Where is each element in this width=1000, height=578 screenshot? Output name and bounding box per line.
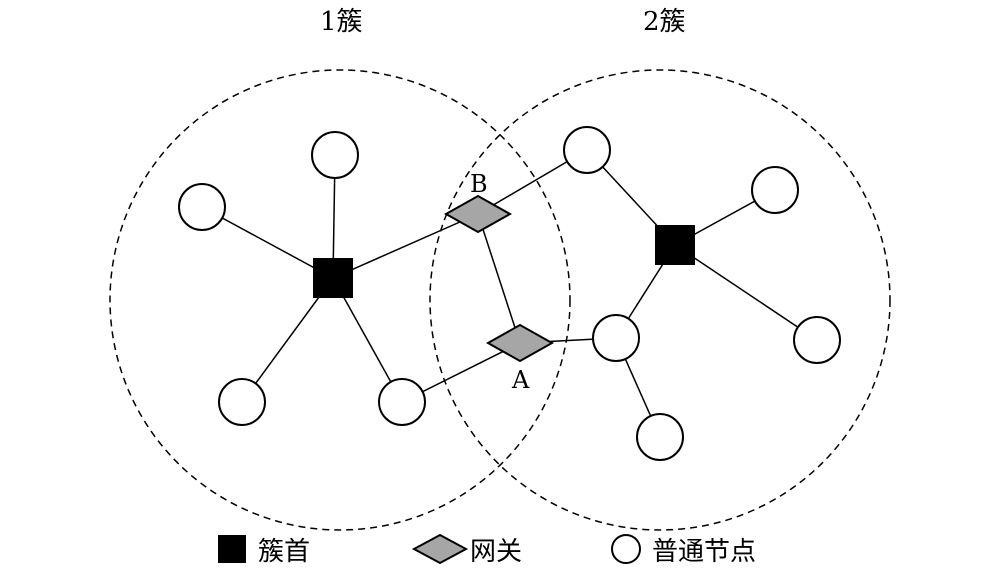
ordinary-node xyxy=(563,126,611,174)
ordinary-node xyxy=(793,316,841,364)
gateway-a-label: A xyxy=(511,366,530,394)
legend-ordinary-node-icon xyxy=(611,534,641,564)
legend-gateway-icon xyxy=(411,533,469,565)
cluster-head-2 xyxy=(655,225,695,265)
legend: 簇首 网关 普通节点 xyxy=(218,533,756,567)
legend-ordinary-node-label: 普通节点 xyxy=(652,537,756,567)
gateway-a xyxy=(485,323,555,363)
cluster-1-label: 1簇 xyxy=(320,7,363,37)
ordinary-node xyxy=(378,378,426,426)
legend-cluster-head-icon xyxy=(218,535,246,563)
gateway-b xyxy=(443,194,513,234)
ordinary-node xyxy=(751,166,799,214)
cluster-head-1 xyxy=(313,258,353,298)
edges xyxy=(201,149,818,438)
cluster-2-label: 2簇 xyxy=(643,7,686,37)
cluster-1-boundary xyxy=(109,69,571,531)
legend-gateway-label: 网关 xyxy=(470,537,522,567)
legend-cluster-head-label: 簇首 xyxy=(258,537,310,567)
ordinary-node xyxy=(178,183,226,231)
ordinary-node xyxy=(636,413,684,461)
ordinary-node xyxy=(311,131,359,179)
gateway-b-label: B xyxy=(470,170,488,198)
ordinary-nodes xyxy=(178,126,841,461)
ordinary-node xyxy=(218,378,266,426)
cluster-2-boundary xyxy=(429,69,891,531)
ordinary-node xyxy=(592,314,640,362)
